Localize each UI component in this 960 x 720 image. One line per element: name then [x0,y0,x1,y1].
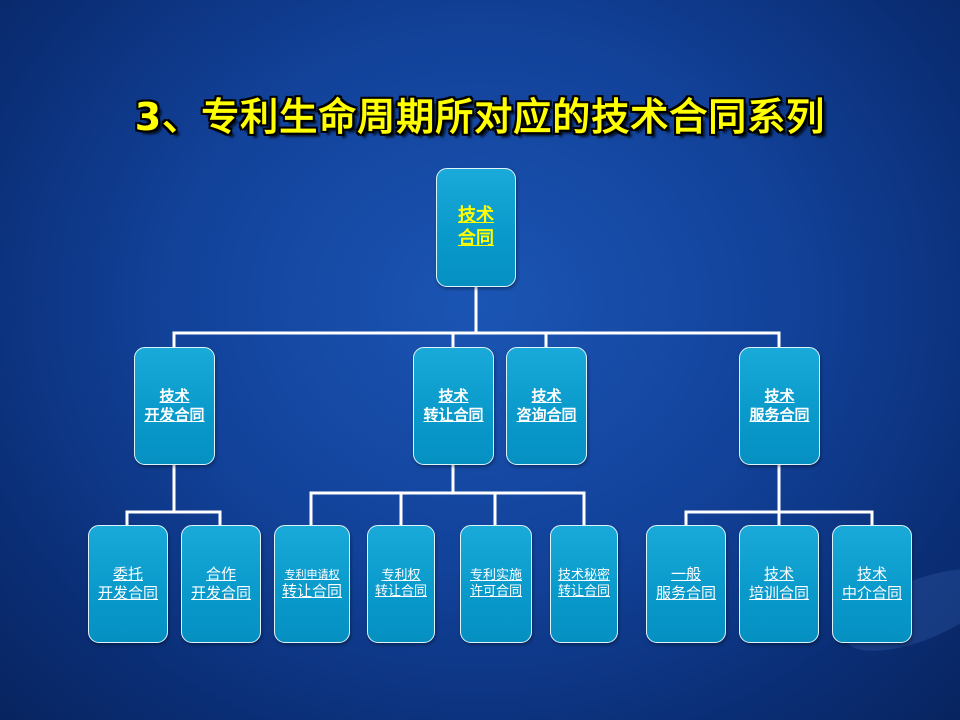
node-label-line2: 转让合同 [374,584,427,599]
node-label-line1: 技术 [531,387,562,406]
node-label-line2: 开发合同 [144,406,205,424]
node-patent-license[interactable]: 专利实施 许可合同 [460,525,532,643]
node-label-line1: 技术 [856,565,887,584]
node-label-line1: 一般 [670,565,701,584]
node-cooperative-development[interactable]: 合作 开发合同 [181,525,261,643]
node-label-line2: 转让合同 [423,406,484,424]
node-label-line1: 技术秘密 [557,567,610,583]
node-development-contract[interactable]: 技术 开发合同 [134,347,215,465]
node-label-line2: 许可合同 [469,584,522,599]
node-label-line1: 技术 [764,387,795,406]
node-label-line1: 技术 [438,387,469,406]
node-technology-contract[interactable]: 技术 合同 [436,168,516,287]
node-label-line2: 开发合同 [190,584,251,602]
node-label-line2: 培训合同 [748,584,809,602]
node-label-line1: 技术 [763,565,794,584]
node-label-line2: 合同 [458,227,494,249]
page-title: 3、专利生命周期所对应的技术合同系列 [134,95,826,139]
node-label-line2: 转让合同 [557,584,610,599]
node-label-line2: 服务合同 [749,406,810,424]
node-patent-right-transfer[interactable]: 专利权 转让合同 [367,525,435,643]
node-transfer-contract[interactable]: 技术 转让合同 [413,347,494,465]
node-label-line1: 专利权 [381,567,421,583]
node-label-line1: 技术 [159,387,190,406]
node-label-line1: 委托 [112,565,143,584]
node-technical-training[interactable]: 技术 培训合同 [739,525,819,643]
node-label-line2: 中介合同 [841,584,902,602]
node-entrusted-development[interactable]: 委托 开发合同 [88,525,168,643]
node-label-line2: 开发合同 [97,584,158,602]
node-label-line1: 技术 [458,205,494,226]
node-label-line1: 专利实施 [469,567,522,583]
node-label-line1: 合作 [205,565,236,584]
node-label-line2: 转让合同 [281,581,342,600]
node-know-how-transfer[interactable]: 技术秘密 转让合同 [550,525,618,643]
node-general-service[interactable]: 一般 服务合同 [646,525,726,643]
node-label-line1: 专利申请权 [284,567,340,581]
node-patent-application-right-transfer[interactable]: 专利申请权 转让合同 [274,525,350,643]
node-consulting-contract[interactable]: 技术 咨询合同 [506,347,587,465]
node-label-line2: 服务合同 [655,584,716,602]
node-label-line2: 咨询合同 [516,406,577,424]
node-service-contract[interactable]: 技术 服务合同 [739,347,820,465]
node-technical-intermediary[interactable]: 技术 中介合同 [832,525,912,643]
